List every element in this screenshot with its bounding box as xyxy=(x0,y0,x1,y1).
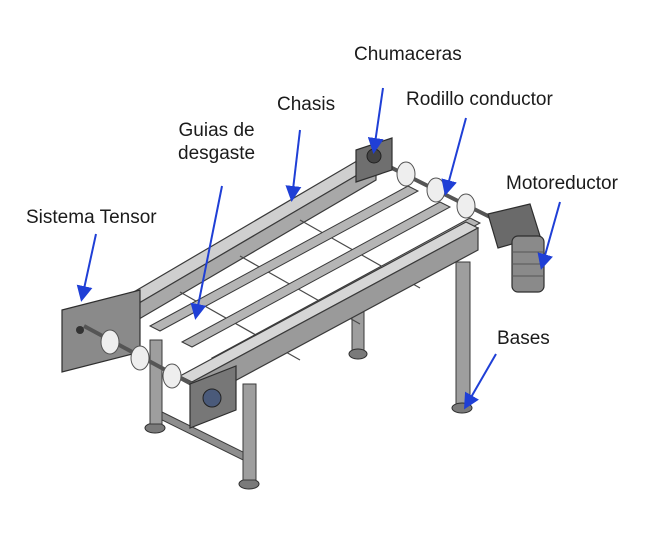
label-bases: Bases xyxy=(497,328,550,349)
label-guias-line-1: Guias de xyxy=(178,120,255,141)
label-guias-desgaste: Guias de desgaste xyxy=(178,120,255,166)
tail-bearing xyxy=(189,365,237,429)
motoreductor-unit xyxy=(487,203,545,293)
label-chumaceras: Chumaceras xyxy=(354,44,462,65)
label-sistema-tensor: Sistema Tensor xyxy=(26,207,157,228)
arrow-sistema-tensor xyxy=(76,233,97,302)
arrow-chumaceras xyxy=(367,87,384,154)
arrow-chasis xyxy=(285,129,302,202)
label-chasis: Chasis xyxy=(277,94,336,115)
arrow-motoreductor xyxy=(537,201,561,270)
callout-arrows xyxy=(76,87,561,410)
label-rodillo-conductor: Rodillo conductor xyxy=(406,89,553,110)
label-guias-line-2: desgaste xyxy=(178,142,256,164)
label-motoreductor: Motoreductor xyxy=(506,173,618,194)
tail-shaft xyxy=(83,324,211,396)
arrow-guias-desgaste xyxy=(190,185,223,320)
tensor-plate xyxy=(61,289,141,373)
arrow-rodillo-conductor xyxy=(441,117,467,196)
arrow-bases xyxy=(464,353,497,410)
